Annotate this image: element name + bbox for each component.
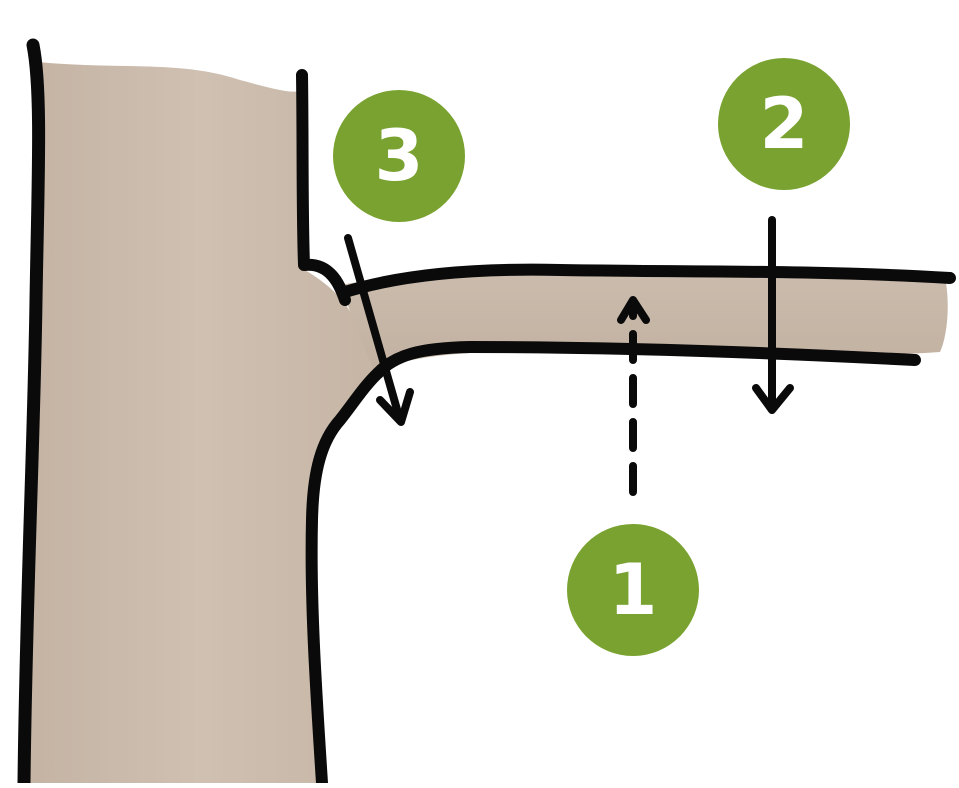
trunk-fill bbox=[22, 62, 380, 783]
badge-1: 1 bbox=[567, 524, 699, 656]
badge-3: 3 bbox=[333, 90, 465, 222]
trunk-right-outline bbox=[302, 75, 345, 300]
badge-2: 2 bbox=[718, 58, 850, 190]
badge-2-label: 2 bbox=[760, 83, 809, 165]
badge-1-label: 1 bbox=[609, 549, 658, 631]
branch-bottom-outline bbox=[378, 347, 915, 373]
badge-3-label: 3 bbox=[375, 115, 424, 197]
